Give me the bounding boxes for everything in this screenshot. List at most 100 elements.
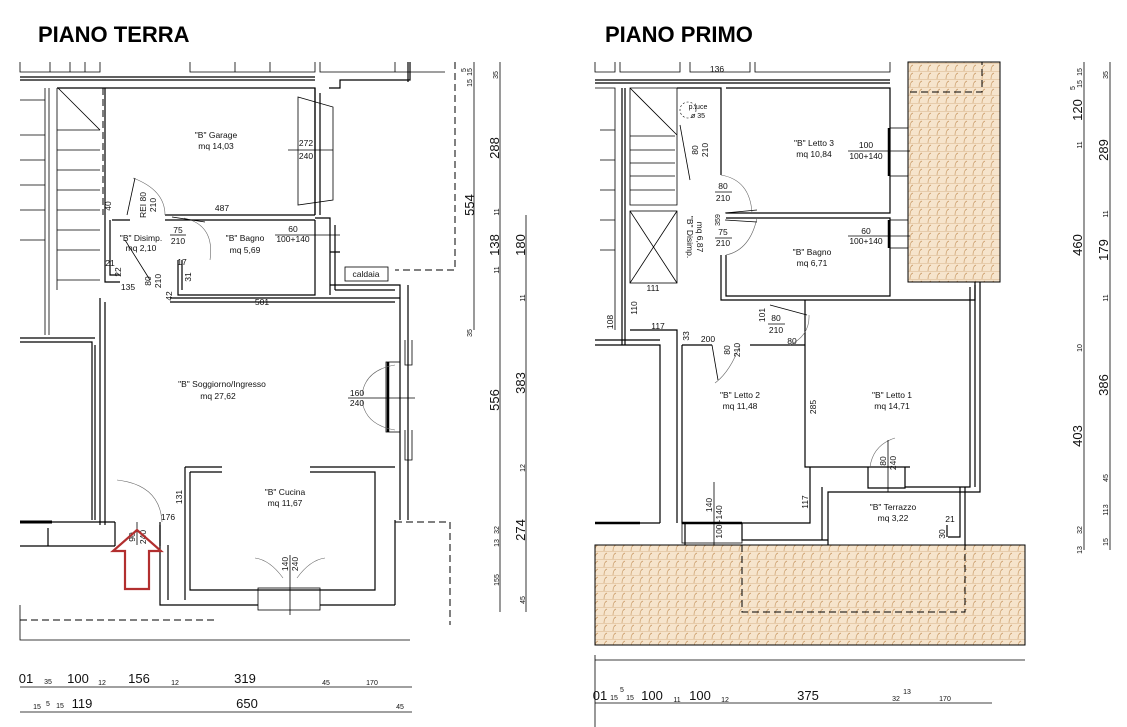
dim-label: 138 bbox=[487, 234, 502, 256]
dim-label: 11 bbox=[1103, 210, 1110, 217]
cucina-window-width: 140 bbox=[280, 557, 290, 571]
dim-label: 383 bbox=[513, 372, 528, 394]
bagno-window-width: 60 bbox=[288, 224, 298, 234]
dim-label: 289 bbox=[1096, 139, 1111, 161]
rei-door-height: 210 bbox=[148, 198, 158, 212]
dim-label: 117 bbox=[651, 321, 665, 331]
opening-width: 60 bbox=[861, 226, 871, 236]
opening-width: 100 bbox=[859, 140, 873, 150]
dim-label: 80 bbox=[787, 336, 797, 346]
opening-width: 75 bbox=[718, 227, 728, 237]
room-soggiorno-area: mq 27,62 bbox=[200, 391, 236, 401]
skylight-label: p.luce bbox=[689, 104, 708, 111]
disimp-door-width: 80 bbox=[143, 276, 153, 286]
opening-width: 80 bbox=[771, 313, 781, 323]
opening-height: 100+140 bbox=[714, 505, 724, 539]
inner-dimensions: 136 359 111 110 108 117 33 200 101 80 28… bbox=[605, 64, 955, 539]
dim-label: 11 bbox=[1103, 294, 1110, 301]
dim-label: 22 bbox=[113, 267, 123, 277]
dim-label: 5 bbox=[1070, 86, 1077, 90]
dim-label: 386 bbox=[1096, 374, 1111, 396]
soggiorno-window-width: 160 bbox=[350, 388, 364, 398]
dim-label: 5 bbox=[461, 68, 468, 72]
dim-label: 45 bbox=[520, 596, 527, 604]
dim-label: 156 bbox=[128, 671, 150, 686]
dim-label: 135 bbox=[121, 282, 135, 292]
dim-label: 30 bbox=[937, 529, 947, 539]
dim-label: 487 bbox=[215, 203, 229, 213]
dim-label: 15 bbox=[610, 695, 618, 702]
room-terrazzo-area: mq 3,22 bbox=[878, 513, 909, 523]
room-garage-area: mq 14,03 bbox=[198, 141, 234, 151]
dim-label: 359 bbox=[715, 214, 722, 226]
plan-title: PIANO TERRA bbox=[38, 22, 190, 47]
dim-label: 21 bbox=[105, 258, 115, 268]
room-cucina-name: "B" Cucina bbox=[265, 487, 306, 497]
dim-label: 45 bbox=[1103, 474, 1110, 482]
dim-label: 375 bbox=[797, 688, 819, 703]
dim-label: 11 bbox=[494, 208, 501, 215]
dim-label: 15 bbox=[1077, 80, 1084, 88]
inner-dimensions: 40 487 21 22 135 17 31 42 501 131 176 bbox=[103, 201, 269, 522]
dim-label: 155 bbox=[494, 574, 501, 586]
dim-label: 12 bbox=[721, 697, 729, 704]
dim-label: 12 bbox=[520, 464, 527, 472]
dim-label: 11 bbox=[494, 266, 501, 273]
opening-labels: 80 210 80 210 75 210 100 100+140 60 100+… bbox=[690, 140, 910, 545]
dim-label: 11 bbox=[1077, 141, 1084, 148]
caldaia-label: caldaia bbox=[353, 269, 380, 279]
dim-label: 42 bbox=[164, 291, 174, 301]
dim-label: 288 bbox=[487, 137, 502, 159]
soggiorno-window-height: 240 bbox=[350, 398, 364, 408]
dim-label: 100 bbox=[641, 688, 663, 703]
opening-height: 240 bbox=[888, 456, 898, 470]
opening-height: 210 bbox=[716, 238, 730, 248]
dim-label: 17 bbox=[177, 257, 187, 267]
dim-label: 200 bbox=[701, 334, 715, 344]
plan-piano-terra: PIANO TERRA bbox=[19, 22, 528, 713]
opening-height: 100+140 bbox=[849, 236, 883, 246]
dim-label: 15 bbox=[467, 79, 474, 87]
dim-label: 15 bbox=[56, 703, 64, 710]
dim-label: 113 bbox=[1103, 504, 1110, 515]
dim-label: 13 bbox=[494, 539, 501, 547]
dim-label: 460 bbox=[1070, 234, 1085, 256]
dim-label: 285 bbox=[808, 400, 818, 414]
room-letto1-area: mq 14,71 bbox=[874, 401, 910, 411]
skylight-diameter: ø 35 bbox=[691, 113, 705, 120]
dim-label: 131 bbox=[174, 490, 184, 504]
room-terrazzo-name: "B" Terrazzo bbox=[870, 502, 917, 512]
dim-label: 100 bbox=[67, 671, 89, 686]
right-dimensions: 15 5 15 120 11 460 10 403 13 32 35 289 1… bbox=[1070, 62, 1111, 554]
dim-label: 101 bbox=[757, 308, 767, 322]
dim-label: 21 bbox=[945, 514, 955, 524]
room-cucina-area: mq 11,67 bbox=[268, 498, 303, 508]
dim-label: 35 bbox=[493, 71, 500, 79]
entrance-height: 240 bbox=[138, 530, 148, 544]
entrance-width: 90 bbox=[127, 532, 137, 542]
dim-label: 100 bbox=[689, 688, 711, 703]
dim-label: 10 bbox=[1077, 344, 1084, 352]
room-disimp-name: "B" Disimp. bbox=[685, 216, 695, 258]
garage-door-height: 240 bbox=[299, 151, 313, 161]
dim-label: 501 bbox=[255, 297, 269, 307]
dim-label: 01 bbox=[19, 671, 33, 686]
room-letto2-area: mq 11,48 bbox=[723, 401, 758, 411]
dim-label: 35 bbox=[467, 329, 474, 337]
room-bagno-area: mq 5,69 bbox=[230, 245, 261, 255]
room-disimp-area: mq 2,10 bbox=[126, 243, 157, 253]
dim-label: 5 bbox=[620, 687, 624, 694]
dim-label: 40 bbox=[103, 201, 113, 211]
dim-label: 403 bbox=[1070, 425, 1085, 447]
dim-label: 45 bbox=[396, 704, 404, 711]
dim-label: 170 bbox=[939, 696, 951, 703]
dim-label: 12 bbox=[171, 680, 179, 687]
room-bagno-name: "B" Bagno bbox=[226, 233, 265, 243]
bagno-door-height: 210 bbox=[171, 236, 185, 246]
bagno-door-width: 75 bbox=[173, 225, 183, 235]
dim-label: 01 bbox=[593, 688, 607, 703]
dim-label: 5 bbox=[46, 701, 50, 708]
room-soggiorno-name: "B" Soggiorno/Ingresso bbox=[178, 379, 266, 389]
disimp-door-height: 210 bbox=[153, 274, 163, 288]
